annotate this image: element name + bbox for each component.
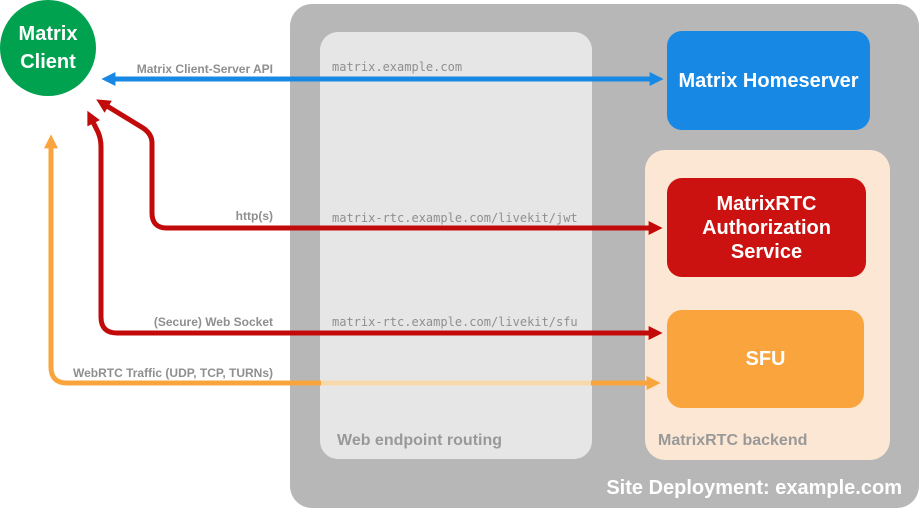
webrtc-traffic-label: WebRTC Traffic (UDP, TCP, TURNs) [72, 366, 273, 380]
matrix-client-node: Matrix Client [0, 0, 96, 96]
https-label: http(s) [235, 209, 273, 223]
web-endpoint-routing-container: Web endpoint routing [320, 32, 592, 459]
client-server-api-label: Matrix Client-Server API [136, 62, 273, 76]
endpoint-livekit-sfu: matrix-rtc.example.com/livekit/sfu [332, 315, 578, 329]
sfu-node: SFU [667, 310, 864, 408]
site-deployment-title: Site Deployment: example.com [606, 477, 902, 499]
endpoint-livekit-jwt: matrix-rtc.example.com/livekit/jwt [332, 211, 578, 225]
matrix-homeserver-node: Matrix Homeserver [667, 31, 870, 130]
matrixrtc-authorization-service-node: MatrixRTC Authorization Service [667, 178, 866, 277]
web-endpoint-routing-label: Web endpoint routing [337, 432, 503, 449]
websocket-label: (Secure) Web Socket [153, 315, 273, 329]
matrixrtc-backend-label: MatrixRTC backend [658, 432, 808, 449]
endpoint-matrix-homeserver: matrix.example.com [332, 60, 463, 74]
